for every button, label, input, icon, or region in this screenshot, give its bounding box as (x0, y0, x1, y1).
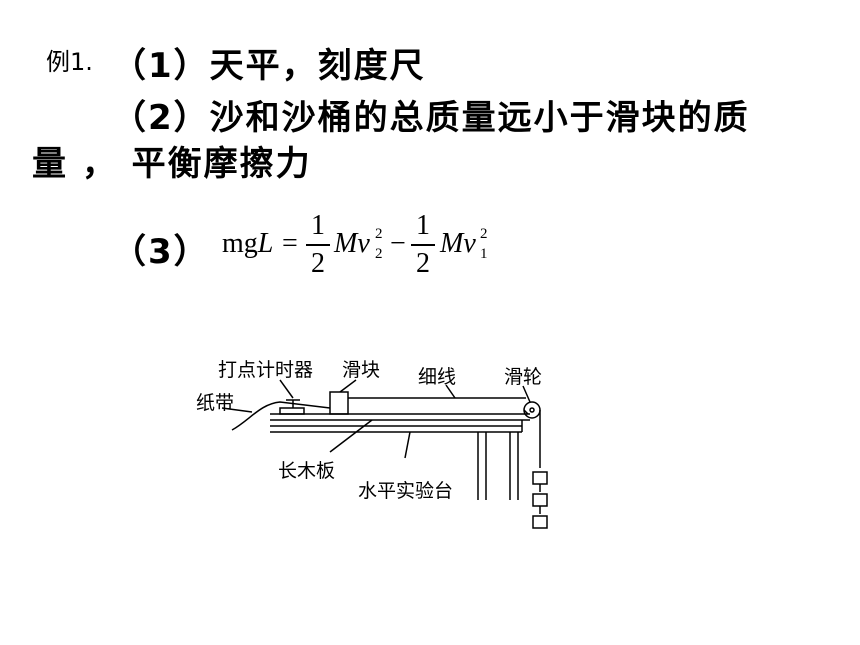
label-string: 细线 (418, 366, 457, 388)
formula-minus: − (390, 228, 406, 259)
leader-timer (279, 379, 294, 399)
slider-block (329, 391, 349, 415)
fraction-1-denominator: 2 (311, 248, 325, 279)
term-2: Mv (440, 228, 476, 259)
fraction-2-denominator: 2 (416, 248, 430, 279)
term-1: Mv (334, 228, 370, 259)
fraction-2-numerator: 1 (416, 210, 430, 241)
weight-1 (532, 471, 548, 485)
leader-board (329, 419, 373, 453)
answer-line-4-prefix: （3） (112, 232, 210, 272)
fraction-1-numerator: 1 (311, 210, 325, 241)
leader-table (404, 431, 411, 459)
label-slider: 滑块 (342, 359, 381, 381)
pulley-wheel (523, 401, 541, 419)
label-pulley: 滑轮 (504, 366, 543, 388)
weight-2 (532, 493, 548, 507)
answer-line-2: （2）沙和沙桶的总质量远小于滑块的质 (112, 98, 750, 138)
term-1-sub: 2 (375, 246, 383, 262)
leader-pulley (522, 385, 531, 403)
term-2-sub: 1 (480, 246, 488, 262)
term-2-sup: 2 (480, 226, 488, 242)
fraction-2-bar (411, 244, 435, 246)
pulley-axle (529, 407, 535, 413)
leader-slider (339, 379, 357, 393)
label-tape: 纸带 (196, 392, 235, 414)
leader-string (445, 384, 456, 399)
formula-lhs: mgL (222, 228, 274, 259)
leader-tape (221, 407, 253, 413)
formula-equals: = (282, 228, 298, 259)
fraction-1-bar (306, 244, 330, 246)
example-label: 例1. (46, 48, 93, 76)
answer-line-3: 量 ， 平衡摩擦力 (32, 144, 312, 184)
weight-3 (532, 515, 548, 529)
timer-base (279, 407, 305, 415)
answer-line-1: （1）天平，刻度尺 (112, 46, 426, 86)
pulley-mount (523, 409, 529, 415)
label-board: 长木板 (278, 460, 336, 482)
label-timer: 打点计时器 (218, 359, 314, 381)
label-table: 水平实验台 (358, 480, 454, 502)
term-1-sup: 2 (375, 226, 383, 242)
paper-tape (231, 401, 331, 431)
